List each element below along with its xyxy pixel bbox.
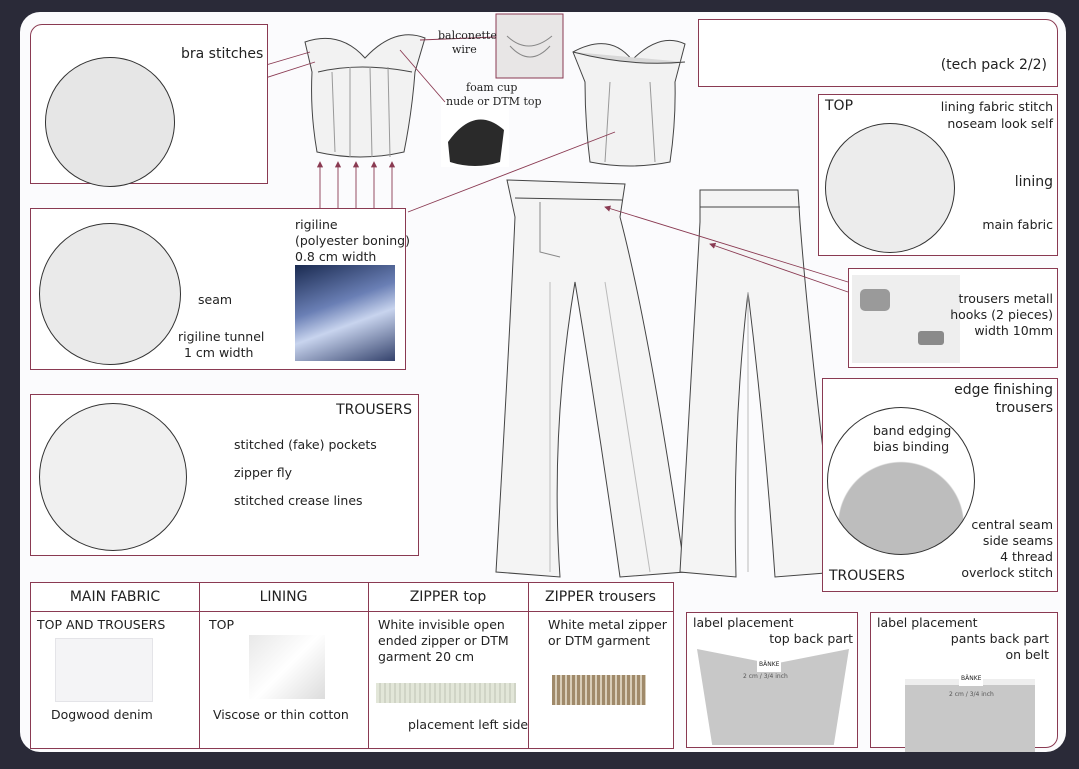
band-edging-label: band edging xyxy=(873,423,952,438)
metal-hooks-image xyxy=(852,275,960,363)
seam-note-1: central seam xyxy=(971,517,1053,532)
lining-sub: TOP xyxy=(209,617,235,632)
label-top-measure: 2 cm / 3/4 inch xyxy=(743,673,788,680)
label-top-brand: BÄNKE xyxy=(757,657,782,672)
edge-finishing-panel: edge finishing trousers band edging bias… xyxy=(822,378,1058,592)
label-pants-line-2: pants back part xyxy=(950,631,1049,646)
lining-stitch-note-2: noseam look self xyxy=(947,116,1053,131)
trousers-front-sketch xyxy=(495,179,686,578)
metal-zipper-image xyxy=(552,675,646,705)
label-top-panel: label placement top back part BÄNKE 2 cm… xyxy=(686,612,858,748)
page-title: (tech pack 2/2) xyxy=(940,57,1047,73)
main-fabric-name: Dogwood denim xyxy=(51,707,153,722)
label-pants-measure: 2 cm / 3/4 inch xyxy=(949,691,994,698)
hooks-panel: trousers metall hooks (2 pieces) width 1… xyxy=(848,268,1058,368)
bra-stitches-panel: bra stitches xyxy=(30,24,268,187)
main-fabric-header: MAIN FABRIC xyxy=(69,589,161,605)
title-box: (tech pack 2/2) xyxy=(698,19,1058,87)
top-lining-panel: TOP lining fabric stitch noseam look sel… xyxy=(818,94,1058,256)
rigiline-label-3: 0.8 cm width xyxy=(295,249,377,264)
materials-table: MAIN FABRIC TOP AND TROUSERS Dogwood den… xyxy=(30,582,674,749)
wire-shape xyxy=(506,35,553,58)
lining-stitch-note-1: lining fabric stitch xyxy=(940,99,1053,114)
bias-binding-label: bias binding xyxy=(873,439,950,454)
rigiline-label-1: rigiline xyxy=(295,217,338,232)
balconette-label-1: balconette xyxy=(438,29,497,42)
sketch-layer xyxy=(174,13,849,578)
hooks-label-2: hooks (2 pieces) xyxy=(950,307,1053,322)
material-col-lining: LINING TOP Viscose or thin cotton xyxy=(199,583,369,748)
bustier-front-sketch xyxy=(304,34,426,158)
label-pants-brand: BÄNKE xyxy=(959,671,984,686)
edge-trousers-label: TROUSERS xyxy=(829,568,905,584)
rigiline-detail-circle xyxy=(39,223,181,365)
seam-note-4: overlock stitch xyxy=(961,565,1053,580)
trousers-detail-circle xyxy=(39,403,187,551)
top-panel-title: TOP xyxy=(825,98,854,114)
denim-swatch xyxy=(55,638,153,702)
main-fabric-sub: TOP AND TROUSERS xyxy=(37,617,166,632)
edge-detail-circle xyxy=(827,407,975,555)
lining-header: LINING xyxy=(259,589,308,605)
hooks-label-3: width 10mm xyxy=(974,323,1053,338)
label-pants-panel: label placement pants back part on belt … xyxy=(870,612,1058,752)
zipper-trousers-line-2: or DTM garment xyxy=(548,633,650,648)
zipper-trousers-header: ZIPPER trousers xyxy=(545,589,656,605)
trousers-detail-panel: TROUSERS stitched (fake) pockets zipper … xyxy=(30,394,419,556)
label-pants-line-3: on belt xyxy=(1005,647,1049,662)
foam-cup-label-1: foam cup xyxy=(466,81,518,94)
lining-name: Viscose or thin cotton xyxy=(213,707,349,722)
invisible-zipper-image xyxy=(376,683,516,703)
zipper-fly-label: zipper fly xyxy=(234,465,292,480)
pockets-label: stitched (fake) pockets xyxy=(234,437,377,452)
bra-stitches-label: bra stitches xyxy=(181,46,264,62)
rigiline-boning-image xyxy=(295,265,395,361)
rigiline-panel: rigiline (polyester boning) 0.8 cm width… xyxy=(30,208,410,370)
rigiline-tunnel-label-2: 1 cm width xyxy=(184,345,254,360)
seam-note-3: 4 thread xyxy=(1000,549,1053,564)
main-fabric-label: main fabric xyxy=(982,217,1053,232)
edge-title-2: trousers xyxy=(995,400,1053,416)
lining-label: lining xyxy=(1014,174,1053,190)
material-col-main-fabric: MAIN FABRIC TOP AND TROUSERS Dogwood den… xyxy=(31,583,200,748)
bra-stitch-detail-circle xyxy=(45,57,175,187)
label-top-line-2: top back part xyxy=(769,631,853,646)
zipper-trousers-line-1: White metal zipper xyxy=(548,617,667,632)
bustier-back-sketch xyxy=(572,40,686,167)
balconette-label-2: wire xyxy=(452,43,477,56)
viscose-swatch xyxy=(249,635,325,699)
material-col-zipper-trousers: ZIPPER trousers White metal zipper or DT… xyxy=(528,583,673,748)
crease-lines-label: stitched crease lines xyxy=(234,493,363,508)
rigiline-tunnel-label-1: rigiline tunnel xyxy=(178,329,265,344)
label-top-line-1: label placement xyxy=(693,615,794,630)
trousers-panel-title: TROUSERS xyxy=(336,402,412,418)
zipper-top-line-1: White invisible open xyxy=(378,617,505,632)
tech-pack-sheet: (tech pack 2/2) bra stitches balconette … xyxy=(20,12,1066,752)
hooks-label-1: trousers metall xyxy=(958,291,1053,306)
label-pants-line-1: label placement xyxy=(877,615,978,630)
zipper-top-header: ZIPPER top xyxy=(409,589,487,605)
edge-title-1: edge finishing xyxy=(954,382,1053,398)
rigiline-label-2: (polyester boning) xyxy=(295,233,410,248)
zipper-top-line-2: ended zipper or DTM xyxy=(378,633,509,648)
trousers-back-sketch xyxy=(679,189,839,578)
seam-label: seam xyxy=(198,292,233,307)
foam-cup-label-2: nude or DTM top xyxy=(446,95,542,108)
seam-note-2: side seams xyxy=(982,533,1053,548)
material-col-zipper-top: ZIPPER top White invisible open ended zi… xyxy=(368,583,529,748)
top-lining-detail-circle xyxy=(825,123,955,253)
zipper-placement-note: placement left side xyxy=(408,717,529,732)
zipper-top-line-3: garment 20 cm xyxy=(378,649,475,664)
